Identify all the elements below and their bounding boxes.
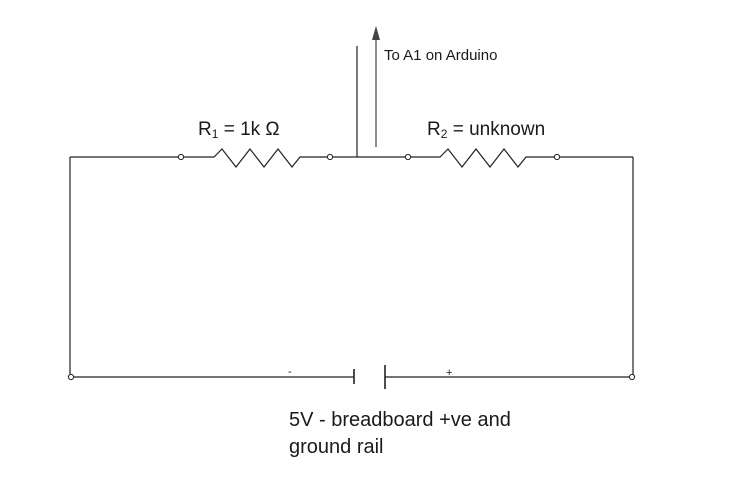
terminal-node bbox=[553, 153, 561, 161]
probe-label: To A1 on Arduino bbox=[384, 47, 497, 64]
supply-caption: 5V - breadboard +ve and ground rail bbox=[289, 407, 511, 461]
terminal-node bbox=[628, 373, 636, 381]
terminal-node bbox=[67, 373, 75, 381]
terminal-node bbox=[177, 153, 185, 161]
battery-negative-sign: - bbox=[288, 366, 292, 378]
terminal-node bbox=[404, 153, 412, 161]
resistor-1-label: R1 = 1k Ω bbox=[198, 119, 280, 141]
resistor-2-label: R2 = unknown bbox=[427, 119, 545, 141]
battery-positive-sign: + bbox=[446, 367, 452, 379]
caption-line-1: 5V - breadboard +ve and bbox=[289, 409, 511, 431]
terminal-node bbox=[326, 153, 334, 161]
caption-line-2: ground rail bbox=[289, 436, 384, 458]
arrow-up-icon bbox=[372, 26, 380, 40]
resistor-2-symbol bbox=[430, 148, 533, 168]
resistor-1-symbol bbox=[204, 148, 308, 168]
